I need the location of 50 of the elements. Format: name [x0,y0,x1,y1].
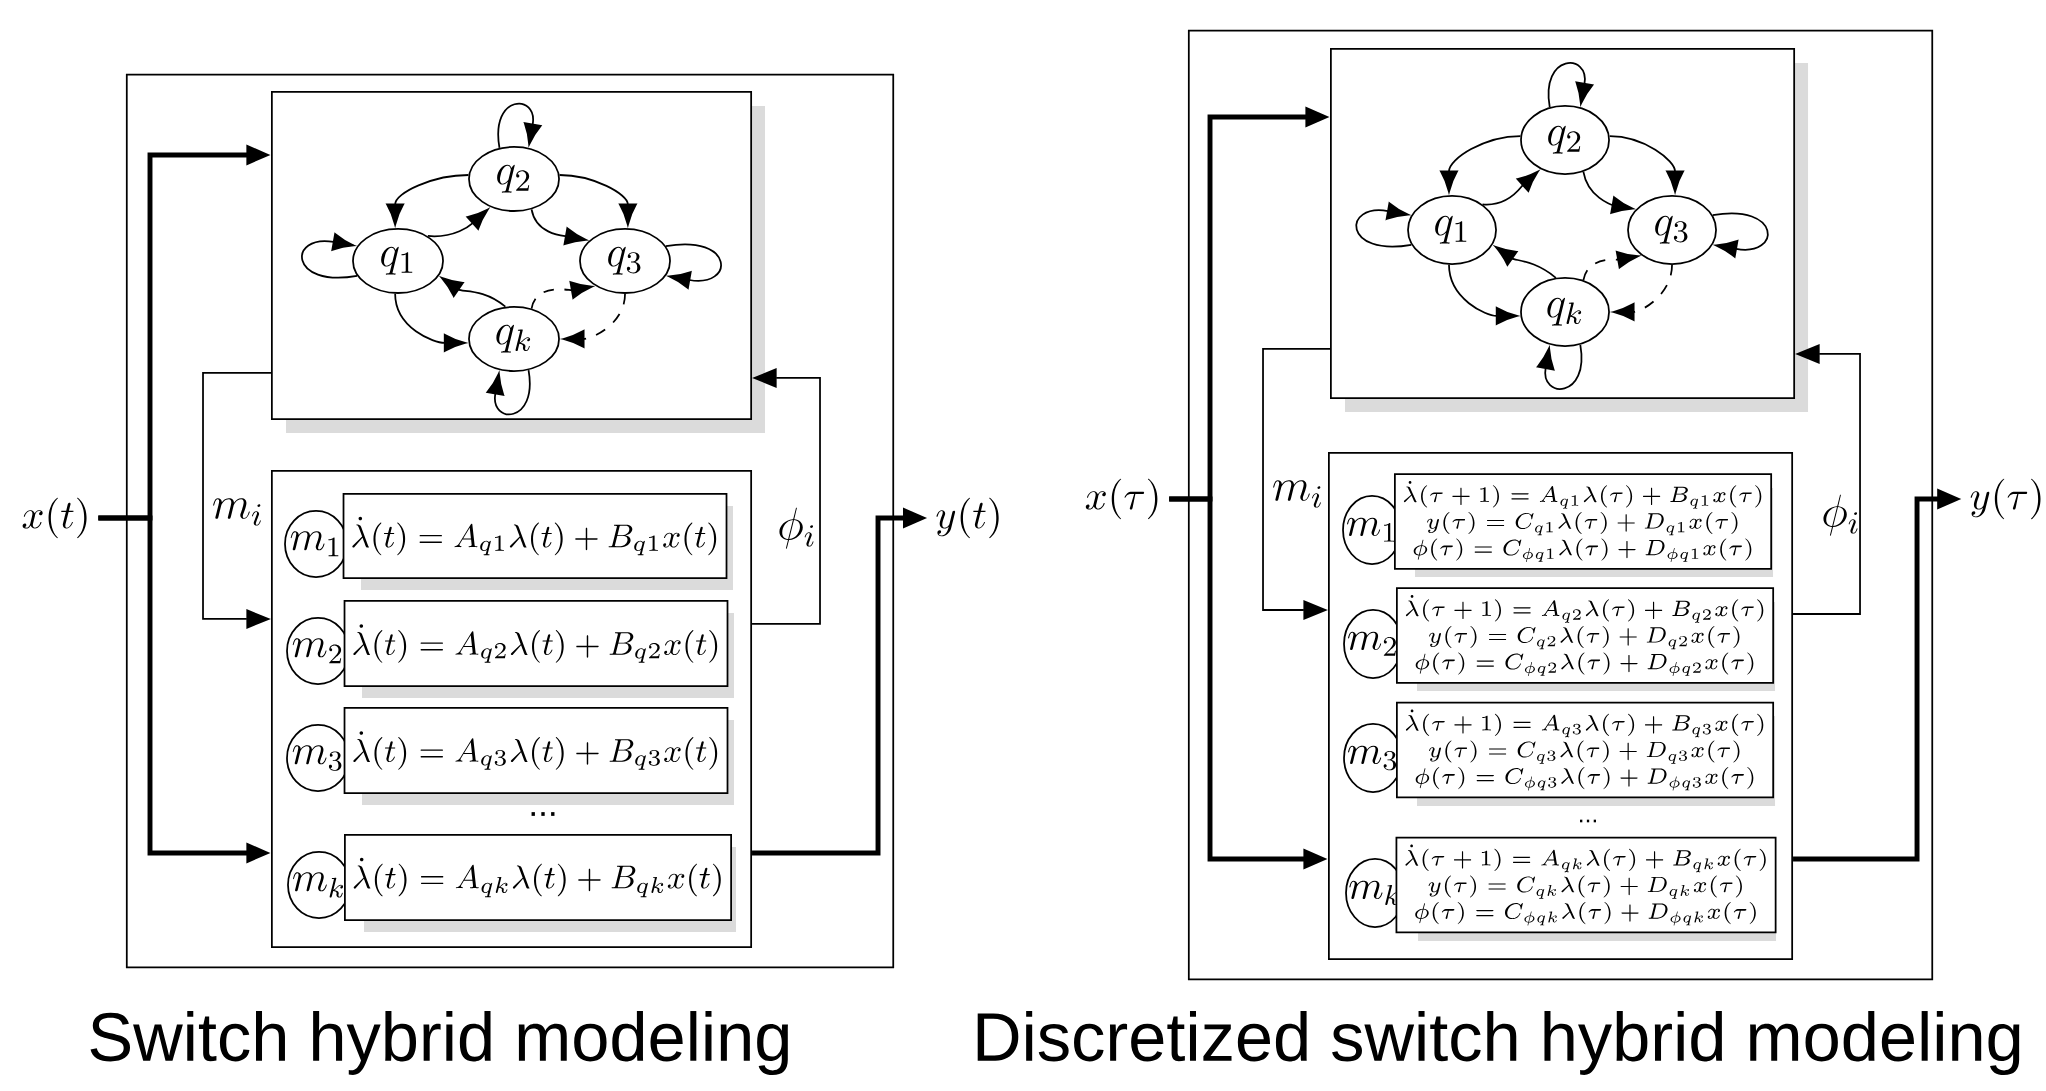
transition-arrow [386,174,470,226]
edge-label: $\phi_i$ [779,507,814,549]
self-loop-arrow [301,233,358,279]
transition-arrow [1481,170,1539,206]
transition-arrow [426,208,489,238]
equation-box: $\dot{\lambda}(t) = A_{q1}\lambda(t) + B_{q1}x(t)$ [342,493,733,590]
input-label: $x(t)$ [22,497,87,539]
output-label: $y(t)$ [936,497,999,539]
transition-arrow [530,281,593,310]
equation-box: $\dot{\lambda}(\tau+1) = A_{q1}\lambda(\tau) + B_{q1}x(\tau)$ $y(\tau) = C_{q1}\lambda(\tau) + D_{q1}x(\tau)$ $\phi(\tau) = C_{\phi q1}\lambda(\tau) + D_{\phi q1}x(\tau)$ [1394,473,1774,577]
equation-box: $\dot{\lambda}(t) = A_{q2}\lambda(t) + B_{q2}x(t)$ [343,600,734,698]
self-loop-arrow [1355,202,1413,248]
equation-box: $\dot{\lambda}(\tau+1) = A_{q3}\lambda(\tau) + B_{q3}x(\tau)$ $y(\tau) = C_{q3}\lambda(\tau) + D_{q3}x(\tau)$ $\phi(\tau) = C_{\phi q3}\lambda(\tau) + D_{\phi q3}x(\tau)$ [1396,701,1775,806]
ellipsis: ... [531,812,555,816]
self-loop-arrow [1547,62,1594,109]
self-loop-arrow [497,102,542,149]
equation-box: $\dot{\lambda}(\tau+1) = A_{qk}\lambda(\tau) + B_{qk}x(\tau)$ $y(\tau) = C_{qk}\lambda(\tau) + D_{qk}x(\tau)$ $\phi(\tau) = C_{\phi qk}\lambda(\tau) + D_{\phi qk}x(\tau)$ [1395,836,1777,941]
transition-arrow [440,277,507,308]
transition-arrow [530,208,587,246]
self-loop-arrow [665,243,722,289]
transition-arrow [1494,245,1557,279]
ellipsis: ... [1580,819,1597,823]
equation-box: $\dot{\lambda}(\tau+1) = A_{q2}\lambda(\tau) + B_{q2}x(\tau)$ $y(\tau) = C_{q2}\lambda(\tau) + D_{q2}x(\tau)$ $\phi(\tau) = C_{\phi q2}\lambda(\tau) + D_{\phi q2}x(\tau)$ [1396,587,1775,691]
self-loop-arrow [486,369,531,416]
signal-arrow [751,368,821,625]
caption: Discretized switch hybrid modeling [977,1011,2020,1075]
transition-arrow [558,174,637,226]
signal-arrow [202,372,272,629]
edge-label: $\phi_i$ [1823,494,1858,536]
panel-frame [125,73,895,969]
transition-arrow [1612,264,1673,321]
self-loop-arrow [1536,343,1583,390]
transition-arrow [1582,250,1639,282]
panel-frame [1187,29,1934,981]
self-loop-arrow [1711,212,1769,258]
transition-arrow [1440,135,1522,193]
equation-box: $\dot{\lambda}(t) = A_{q3}\lambda(t) + B_{q3}x(t)$ [343,707,734,805]
edge-label: $m_i$ [213,498,261,526]
transition-arrow [1582,170,1634,214]
transition-arrow [394,292,466,352]
transition-arrow [562,293,626,348]
equation-box: $\dot{\lambda}(t) = A_{qk}\lambda(t) + B_{qk}x(t)$ [344,834,736,932]
caption: Switch hybrid modeling [90,1011,788,1075]
signal-arrow [1792,344,1861,615]
output-label: $y(\tau)$ [1970,478,2041,520]
transition-arrow [1448,263,1518,325]
input-label: $x(\tau)$ [1085,478,1158,520]
signal-arrow [1262,348,1331,620]
transition-arrow [1608,135,1685,193]
edge-label: $m_i$ [1273,480,1321,508]
